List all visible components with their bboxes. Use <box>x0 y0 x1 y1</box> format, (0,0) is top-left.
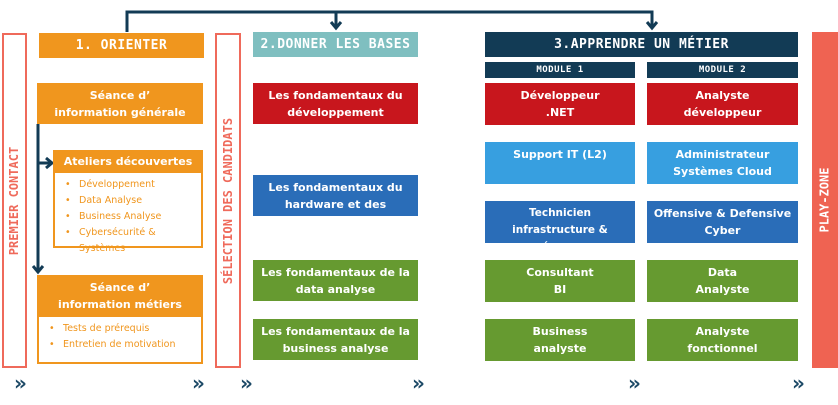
chevron-right-icon: » <box>192 371 205 395</box>
metier-item: Consultant BI <box>485 260 635 302</box>
module1-header: MODULE 1 <box>485 62 635 78</box>
metier-item: Business analyste <box>485 319 635 361</box>
list-item: Entretien de motivation <box>49 337 201 353</box>
seance-metiers-list: Tests de prérequis Entretien de motivati… <box>37 317 203 364</box>
list-item: Cybersécurité & Systèmes <box>65 225 201 257</box>
list-item: Tests de prérequis <box>49 321 201 337</box>
ateliers-header: Ateliers découvertes <box>53 150 203 173</box>
list-item: Développement <box>65 177 201 193</box>
play-zone-label: PLAY-ZONE <box>812 32 838 368</box>
selection-label: SÉLECTION DES CANDIDATS <box>215 33 241 368</box>
metier-item: Analyste développeur <box>647 83 798 125</box>
chevron-right-icon: » <box>412 371 425 395</box>
play-zone-text: PLAY-ZONE <box>818 167 832 233</box>
bases-item: Les fondamentaux du développement <box>253 83 418 124</box>
chevron-right-icon: » <box>792 371 805 395</box>
list-item: Business Analyse <box>65 209 201 225</box>
bases-item: Les fondamentaux du hardware et des rése… <box>253 175 418 228</box>
metier-item: Analyste fonctionnel <box>647 319 798 361</box>
bases-item: Les fondamentaux de la business analyse <box>253 319 418 360</box>
seance-generale: Séance d’ information générale <box>37 83 203 124</box>
module2-header: MODULE 2 <box>647 62 798 78</box>
metier-item: Offensive & Defensive Cyber <box>647 201 798 243</box>
list-item: Data Analyse <box>65 193 201 209</box>
metier-header: 3.APPRENDRE UN MÉTIER <box>485 32 798 57</box>
metier-item: Administrateur Systèmes Cloud <box>647 142 798 184</box>
premier-contact-text: PREMIER CONTACT <box>7 146 22 255</box>
chevron-right-icon: » <box>628 371 641 395</box>
selection-text: SÉLECTION DES CANDIDATS <box>221 117 236 284</box>
metier-item: Data Analyste <box>647 260 798 302</box>
metier-item: Support IT (L2) <box>485 142 635 184</box>
bases-header: 2.DONNER LES BASES <box>253 32 418 57</box>
orienter-header: 1. ORIENTER <box>39 33 204 58</box>
premier-contact-label: PREMIER CONTACT <box>2 33 27 368</box>
ateliers-list: Développement Data Analyse Business Anal… <box>53 173 203 254</box>
bases-item: Les fondamentaux de la data analyse <box>253 260 418 301</box>
chevron-right-icon: » <box>240 371 253 395</box>
chevron-right-icon: » <box>14 371 27 395</box>
metier-item: Technicien infrastructure & réseaux <box>485 201 635 253</box>
metier-item: Développeur .NET <box>485 83 635 125</box>
seance-metiers: Séance d’ information métiers <box>37 275 203 317</box>
